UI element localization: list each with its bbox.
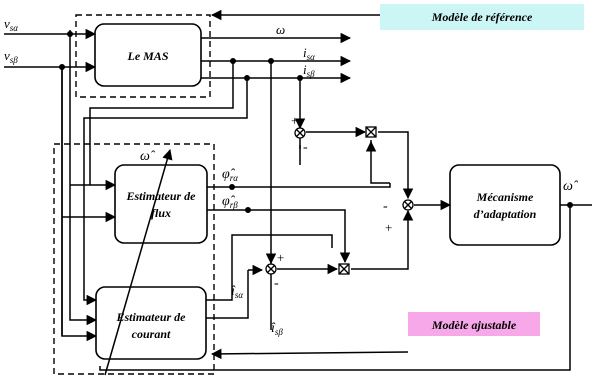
sign-lower-minus: - bbox=[274, 276, 279, 291]
mas-label: Le MAS bbox=[126, 49, 168, 63]
input-v-s-beta: vsβ bbox=[4, 48, 18, 65]
signal-i-s-alpha: isα bbox=[303, 45, 315, 62]
signal-i-s-beta: isβ bbox=[303, 62, 315, 79]
wires bbox=[4, 9, 592, 376]
signal-phi-r-alpha: φ̂rα bbox=[222, 167, 238, 183]
sign-upper-plus: + bbox=[291, 113, 298, 128]
current-estimator-label-line1: Estimateur de bbox=[115, 310, 186, 324]
reference-model-outline bbox=[75, 14, 211, 98]
adjustable-model-tag-bg bbox=[408, 312, 540, 336]
sum-upper bbox=[294, 127, 306, 139]
current-estimator-label-line2: courant bbox=[132, 327, 171, 341]
sign-upper-minus: - bbox=[303, 140, 308, 155]
adaptation-block bbox=[449, 164, 561, 246]
sign-error-plus: + bbox=[385, 220, 392, 235]
signal-omega: ω bbox=[276, 22, 285, 37]
input-v-s-alpha: vsα bbox=[4, 16, 18, 33]
adjustable-model-tag: Modèle ajustable bbox=[431, 318, 517, 332]
mas-block bbox=[94, 23, 202, 87]
junctions bbox=[59, 31, 573, 213]
flux-estimator-label-line1: Estimateur de bbox=[125, 189, 196, 203]
flux-estimator-label-line2: flux bbox=[151, 206, 171, 220]
signal-i-hat-s-beta: îsβ bbox=[271, 321, 283, 337]
adaptation-label-line1: Mécanisme bbox=[476, 190, 534, 204]
multiplier-upper bbox=[365, 126, 377, 138]
sum-error bbox=[402, 199, 414, 211]
reference-model-tag: Modèle de référence bbox=[431, 10, 533, 24]
sign-lower-plus: + bbox=[277, 250, 284, 265]
flux-estimator-block bbox=[114, 164, 208, 244]
sign-error-minus: - bbox=[383, 199, 388, 214]
signal-phi-r-beta: φ̂rβ bbox=[222, 194, 238, 210]
multiplier-lower bbox=[338, 263, 350, 275]
signal-i-hat-s-alpha: îsα bbox=[231, 284, 243, 300]
adaptation-label-line2: d’adaptation bbox=[474, 207, 537, 221]
reference-model-tag-bg bbox=[380, 4, 584, 30]
adjustable-model-outline bbox=[53, 143, 215, 375]
sum-lower bbox=[265, 263, 277, 275]
signal-omega-hat-output: ω̂ bbox=[563, 179, 579, 194]
signal-omega-hat-estimator: ω̂ bbox=[140, 149, 156, 164]
